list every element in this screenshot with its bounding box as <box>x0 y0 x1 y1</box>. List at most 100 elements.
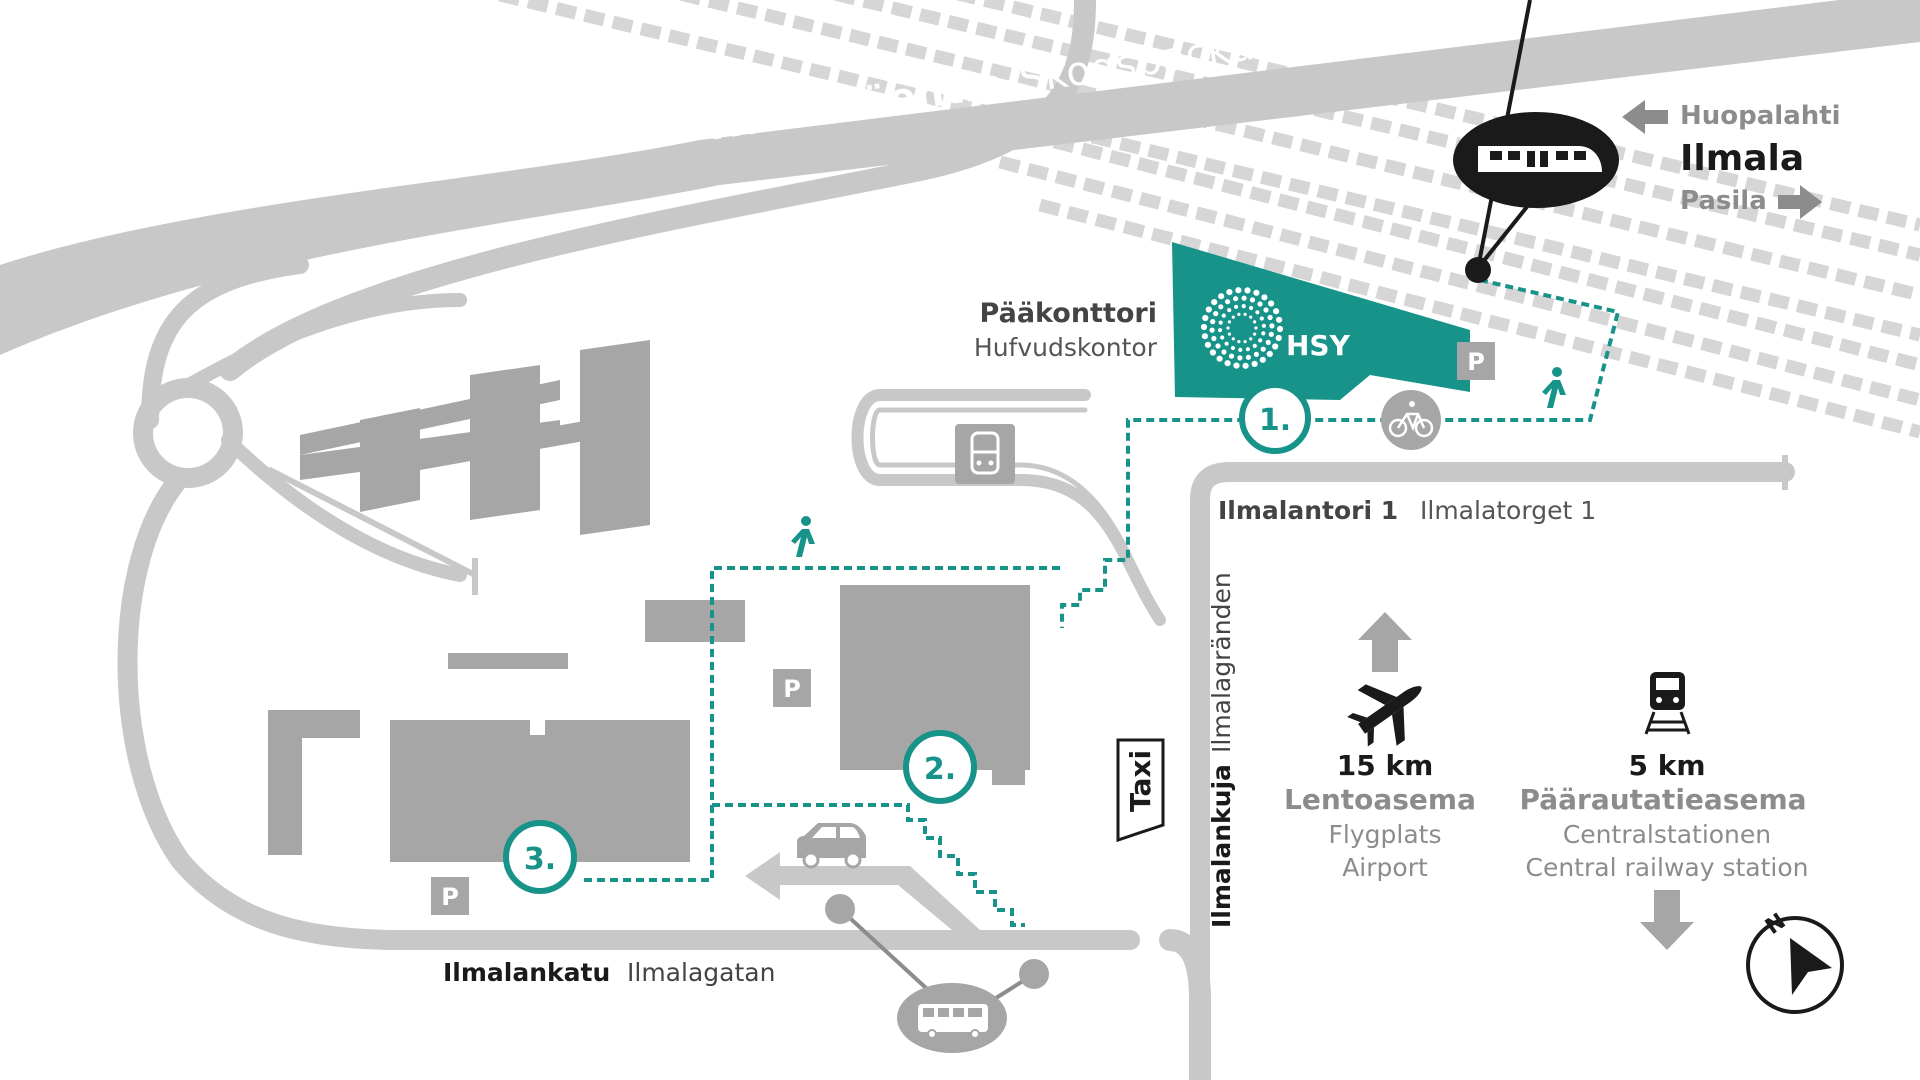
train-icon <box>1478 146 1602 172</box>
hakamaentie-road <box>0 0 1920 355</box>
walking-person-icon <box>1542 367 1566 408</box>
headquarters-name-fi: Pääkonttori <box>980 298 1157 329</box>
road-label-ilmalankuja-sv: Ilmalagränden <box>1207 572 1236 753</box>
entrance-marker-1-label: 1. <box>1259 403 1291 438</box>
hsy-logo-dot <box>1261 331 1266 336</box>
hsy-logo-dot <box>1230 345 1235 351</box>
hsy-logo-dot <box>1265 339 1271 345</box>
arrow-down-icon <box>1640 890 1694 950</box>
hsy-logo-dot <box>1263 307 1269 313</box>
hsy-logo-dot <box>1245 354 1251 360</box>
hsy-logo-dot <box>1227 308 1232 313</box>
airport-name-en: Airport <box>1342 853 1428 882</box>
car-icon <box>797 823 866 869</box>
hsy-logo-dot <box>1224 360 1231 367</box>
hsy-logo-dot <box>1231 337 1235 341</box>
parking-sign: P <box>431 877 469 915</box>
hsy-logo-dot <box>1215 343 1221 349</box>
road-label-ilmalankatu-fi: Ilmalankatu <box>443 958 610 987</box>
hsy-logo-text: HSY <box>1286 329 1351 362</box>
parking-sign: P <box>773 669 811 707</box>
hsy-logo-dot <box>1224 341 1229 346</box>
central-station-name-en: Central railway station <box>1525 853 1808 882</box>
hsy-logo-dot <box>1227 320 1231 324</box>
hsy-logo-dot <box>1226 326 1230 330</box>
hsy-logo-dot <box>1211 335 1217 342</box>
hsy-logo-dot <box>1218 328 1223 333</box>
hsy-logo-dot <box>1228 353 1235 359</box>
train-station-name: Ilmala <box>1680 138 1804 179</box>
hsy-logo-dot <box>1237 355 1243 361</box>
central-station-name-sv: Centralstationen <box>1563 820 1771 849</box>
entrance-marker-3: 3. <box>503 820 577 894</box>
parking-sign-label: P <box>783 675 801 703</box>
taxi-sign-label: Taxi <box>1124 750 1157 812</box>
hsy-logo-dot <box>1245 347 1250 352</box>
hsy-logo-dot <box>1273 308 1280 315</box>
headquarters-name-sv: Hufvudskontor <box>974 333 1158 362</box>
hsy-logo-dot <box>1233 296 1239 302</box>
hsy-logo-dot <box>1221 349 1227 355</box>
arrow-up-icon <box>1358 612 1412 672</box>
airport-name-sv: Flygplats <box>1329 820 1442 849</box>
hsy-logo-dot <box>1213 311 1219 317</box>
hsy-logo-dot <box>1211 299 1218 306</box>
address-sv: Ilmalatorget 1 <box>1420 496 1596 525</box>
hsy-logo-dot <box>1258 338 1263 343</box>
hsy-logo-dot <box>1233 362 1240 369</box>
hsy-logo-dot <box>1209 349 1216 356</box>
train-front-icon <box>1644 672 1691 735</box>
hsy-logo-dot <box>1216 355 1223 362</box>
hsy-logo-dot <box>1204 341 1211 348</box>
central-station-distance: 5 km <box>1628 749 1705 782</box>
hsy-logo-dot <box>1251 360 1258 367</box>
hsy-logo-dot <box>1254 326 1258 330</box>
entrance-marker-2-label: 2. <box>924 752 956 787</box>
hsy-logo-icon <box>1200 287 1284 369</box>
entrance-marker-3-label: 3. <box>524 842 556 877</box>
hsy-logo-dot <box>1231 315 1235 319</box>
hsy-logo-dot <box>1237 312 1241 316</box>
hsy-logo-dot <box>1235 287 1242 294</box>
hsy-logo-dot <box>1205 306 1212 313</box>
arrow-left-icon <box>1622 100 1668 134</box>
hsy-logo-dot <box>1220 335 1225 340</box>
hsy-logo-dot <box>1221 313 1226 318</box>
hsy-logo-dot <box>1268 331 1274 337</box>
train-prev-station: Huopalahti <box>1680 101 1841 131</box>
hsy-logo-dot <box>1202 314 1209 322</box>
hsy-logo-dot <box>1253 289 1260 296</box>
hsy-logo-dot <box>1261 323 1266 328</box>
hsy-logo-dot <box>1226 289 1233 296</box>
parking-sign-label: P <box>441 883 459 911</box>
hsy-logo-dot <box>1225 299 1231 305</box>
road-label-ilmalankatu-sv: Ilmalagatan <box>627 958 775 987</box>
address-fi: Ilmalantori 1 <box>1218 496 1398 525</box>
hsy-logo-dot <box>1242 362 1249 369</box>
hsy-logo-dot <box>1249 305 1254 311</box>
parking-sign: P <box>1457 342 1495 380</box>
hsy-logo-dot <box>1272 343 1279 350</box>
hsy-logo-dot <box>1255 310 1260 315</box>
entrance-marker-2: 2. <box>903 730 977 804</box>
hsy-logo-dot <box>1249 297 1256 303</box>
bus-icon <box>918 1004 988 1039</box>
walking-routes <box>582 278 1621 927</box>
central-station-name-fi: Päärautatieasema <box>1519 783 1806 816</box>
hsy-logo-dot <box>1243 340 1247 344</box>
hsy-logo-dot <box>1209 327 1215 333</box>
parking-sign-label: P <box>1467 348 1485 376</box>
hsy-logo-dot <box>1253 351 1259 357</box>
hsy-logo-dot <box>1269 323 1275 329</box>
local-roads <box>117 0 1795 1080</box>
hsy-logo-dot <box>1259 356 1266 363</box>
hsy-logo-dot <box>1261 294 1268 301</box>
hsy-logo-dot <box>1234 304 1239 309</box>
hsy-logo-dot <box>1268 300 1275 307</box>
airplane-icon <box>1347 684 1422 747</box>
hsy-logo-dot <box>1201 333 1208 340</box>
hsy-logo-dot <box>1241 304 1246 309</box>
hsy-logo-dot <box>1237 340 1241 344</box>
train-next-station: Pasila <box>1680 186 1767 216</box>
